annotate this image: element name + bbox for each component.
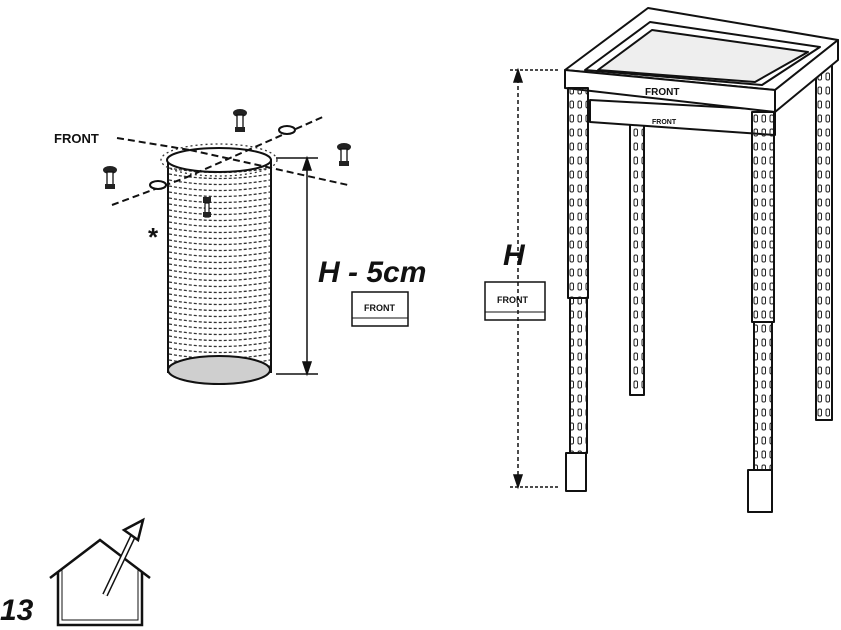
- duct-rib: [168, 203, 271, 210]
- duct-rib: [168, 299, 271, 306]
- screw-icon: [103, 166, 117, 189]
- duct-rib: [168, 293, 271, 300]
- screw-icon: [337, 143, 351, 166]
- duct-rib: [168, 185, 271, 192]
- duct-rib: [168, 287, 271, 294]
- duct-rib: [168, 209, 271, 216]
- screw-icon: [233, 109, 247, 132]
- asterisk-mark: *: [148, 222, 159, 252]
- front-pointer-label: FRONT: [54, 131, 99, 146]
- screw-icon: [203, 197, 211, 218]
- frame-front-tag: FRONT: [484, 281, 546, 321]
- duct-rib: [168, 191, 271, 198]
- mounting-guides: [111, 115, 349, 206]
- height-label: H: [503, 239, 526, 272]
- duct-rib: [168, 239, 271, 246]
- duct-rib: [168, 335, 271, 342]
- duct-rib: [168, 233, 271, 240]
- flexible-duct: [160, 143, 278, 385]
- duct-rib: [168, 179, 271, 186]
- height-reduced-label: H - 5cm: [318, 256, 426, 289]
- duct-rib: [168, 269, 271, 276]
- duct-rib: [168, 329, 271, 336]
- duct-rib: [168, 227, 271, 234]
- duct-rib: [168, 197, 271, 204]
- svg-text:FRONT: FRONT: [497, 295, 528, 305]
- step-number: 13: [0, 594, 34, 627]
- duct-rib: [168, 251, 271, 258]
- duct-rib: [168, 221, 271, 228]
- house-vent-icon: [49, 517, 151, 627]
- duct-rib: [168, 281, 271, 288]
- support-frame: [564, 7, 839, 513]
- duct-rib: [168, 317, 271, 324]
- duct-rib: [168, 311, 271, 318]
- duct-rib: [168, 245, 271, 252]
- frame-height-dimension: [510, 67, 560, 490]
- duct-front-tag: FRONT: [351, 291, 409, 327]
- duct-rib: [168, 173, 271, 180]
- duct-rib: [168, 275, 271, 282]
- duct-rib: [168, 215, 271, 222]
- duct-rib: [168, 305, 271, 312]
- duct-rib: [168, 263, 271, 270]
- duct-rib: [168, 341, 271, 348]
- frame-top-rail-label: FRONT: [645, 87, 679, 98]
- duct-rib: [168, 323, 271, 330]
- svg-text:FRONT: FRONT: [364, 303, 395, 313]
- frame-inner-rail-label: FRONT: [652, 119, 677, 126]
- duct-rib: [168, 257, 271, 264]
- duct-height-dimension: [276, 155, 318, 377]
- duct-rib: [168, 347, 271, 354]
